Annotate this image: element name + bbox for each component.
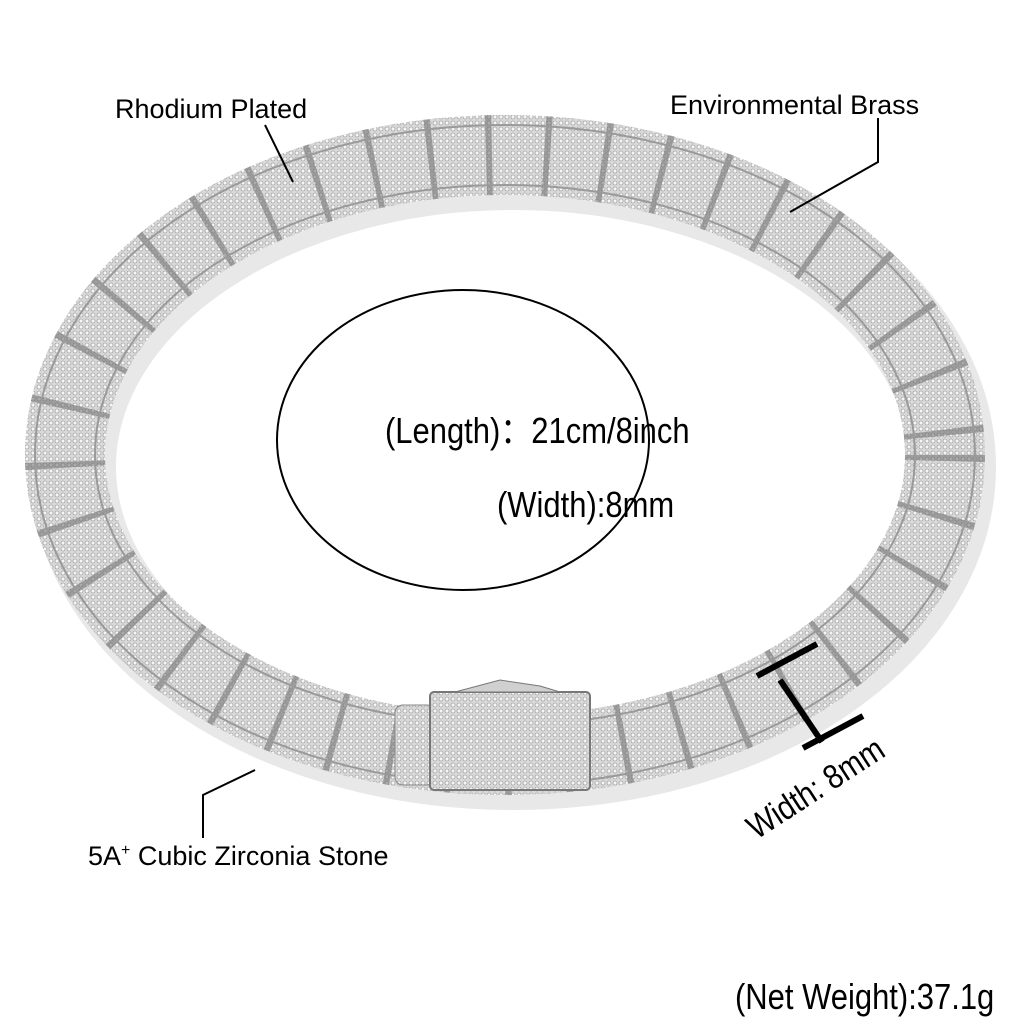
cz-text: Cubic Zirconia Stone <box>130 841 389 871</box>
width-spec: (Width):8mm <box>497 484 675 525</box>
spec-ellipse <box>276 289 650 591</box>
cz-grade: 5A <box>88 841 122 871</box>
clasp <box>394 679 591 791</box>
cz-grade-plus: + <box>121 842 131 859</box>
cubic-zirconia-label: 5A+ Cubic Zirconia Stone <box>88 841 389 872</box>
environmental-brass-label: Environmental Brass <box>670 90 920 120</box>
leader-brass <box>789 118 879 213</box>
length-spec: (Length)：21cm/8inch <box>385 410 690 451</box>
rhodium-plated-label: Rhodium Plated <box>115 94 308 124</box>
width-dimension-marker <box>755 641 865 751</box>
leader-lines <box>202 118 879 838</box>
leader-rhodium <box>264 124 294 183</box>
net-weight-spec: (Net Weight):37.1g <box>735 976 995 1017</box>
leader-zirconia <box>202 769 256 838</box>
